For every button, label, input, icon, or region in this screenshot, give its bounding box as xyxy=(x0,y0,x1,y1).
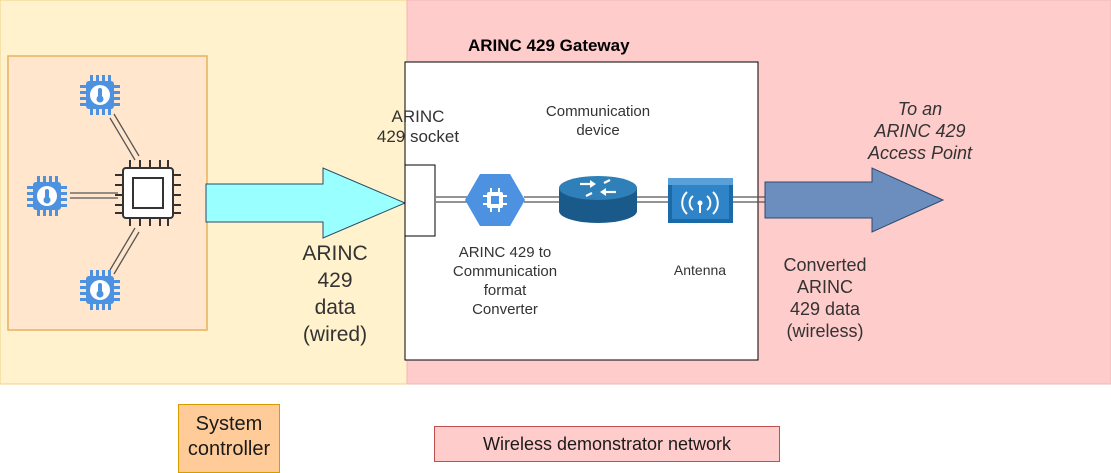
wireless-data-arrow xyxy=(764,167,945,233)
gateway-title: ARINC 429 Gateway xyxy=(468,36,630,55)
communication-device-label: Communication device xyxy=(545,103,651,139)
temperature-sensor-icon xyxy=(80,270,120,310)
sensor-connections xyxy=(70,113,140,275)
arinc-socket-label: ARINC 429 socket xyxy=(376,107,460,146)
converter-label: ARINC 429 to Communication format Conver… xyxy=(452,244,558,318)
temperature-sensor-icon xyxy=(27,176,67,216)
wired-data-label: ARINC 429 data (wired) xyxy=(302,242,368,346)
destination-label: To an ARINC 429 Access Point xyxy=(867,99,973,163)
processor-chip-icon xyxy=(115,160,181,226)
antenna-label: Antenna xyxy=(673,262,727,278)
wireless-data-label: Converted ARINC 429 data (wireless) xyxy=(783,255,867,341)
arinc-socket xyxy=(404,164,436,237)
temperature-sensor-icon xyxy=(80,75,120,115)
wired-data-arrow xyxy=(205,167,407,239)
legend-system-controller: System controller xyxy=(178,404,280,473)
component-connectors xyxy=(436,196,765,203)
router-icon xyxy=(559,176,637,223)
converter-chip-icon xyxy=(465,174,525,226)
antenna-icon xyxy=(668,178,733,223)
legend-wireless-network: Wireless demonstrator network xyxy=(434,426,780,462)
